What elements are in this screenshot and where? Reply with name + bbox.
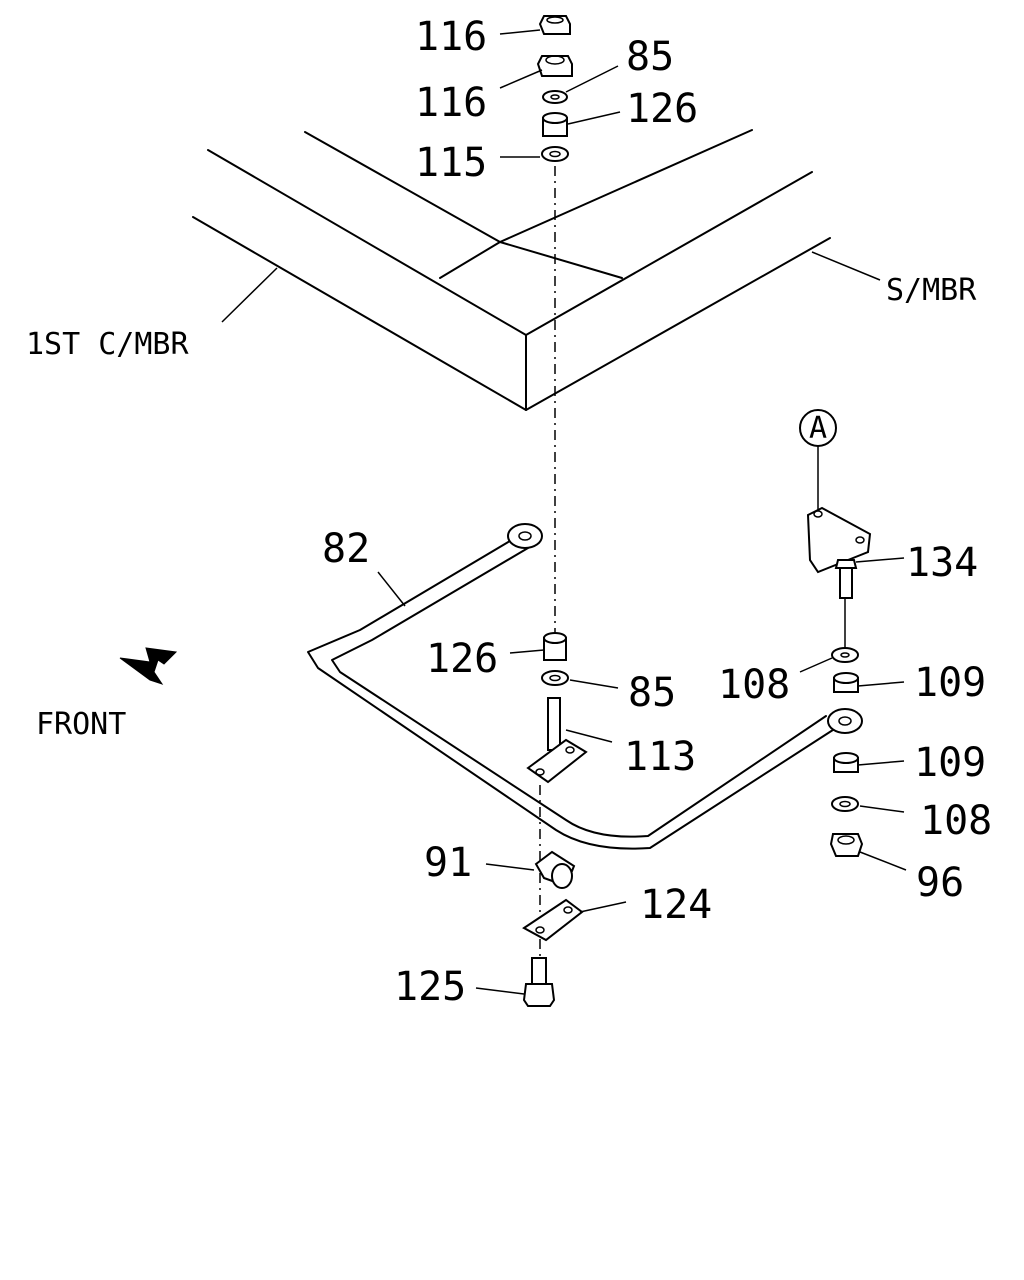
leader-lines-upper	[221, 29, 881, 323]
bushing-109-upper	[833, 672, 905, 693]
stabilizer-bar-82	[307, 523, 863, 850]
washer-85-lower	[541, 670, 619, 689]
callout-109-lower: 109	[914, 740, 986, 786]
label-front: FRONT	[36, 707, 126, 742]
nut-96	[829, 833, 907, 871]
nut-116-second	[536, 55, 573, 77]
washer-108-upper	[799, 647, 859, 673]
callout-108-upper: 108	[718, 662, 790, 708]
callout-a: A	[809, 411, 827, 446]
first-crossmember	[192, 149, 527, 411]
washer-115	[541, 146, 569, 162]
washer-85-top	[542, 90, 568, 104]
callout-124: 124	[640, 882, 712, 928]
callout-82: 82	[322, 526, 370, 572]
front-arrow-icon	[119, 647, 178, 685]
callout-116-top: 116	[415, 14, 487, 60]
callout-126-top: 126	[626, 86, 698, 132]
callout-108-lower: 108	[920, 798, 992, 844]
callout-96: 96	[916, 860, 964, 906]
nut-116-top	[538, 15, 571, 35]
callout-109-upper: 109	[914, 660, 986, 706]
washer-108-lower	[831, 796, 905, 813]
frame-members	[192, 129, 831, 411]
callout-85-top: 85	[626, 34, 674, 80]
callout-126-lower: 126	[426, 636, 498, 682]
bushing-109-lower	[833, 752, 905, 773]
circle-a-callout	[799, 409, 837, 447]
bolt-113	[526, 697, 613, 784]
bolt-125	[475, 957, 556, 1007]
bushing-126-lower	[509, 632, 567, 661]
callout-91: 91	[424, 840, 472, 886]
callout-116-second: 116	[415, 80, 487, 126]
label-first-crossmember: 1ST C/MBR	[26, 327, 189, 362]
bracket-134	[806, 506, 905, 599]
label-side-member: S/MBR	[886, 273, 977, 308]
callout-85-lower: 85	[628, 670, 676, 716]
callout-115: 115	[415, 140, 487, 186]
callout-125: 125	[394, 964, 466, 1010]
bushing-126-top	[542, 112, 568, 137]
side-member	[304, 129, 831, 411]
bushing-91	[485, 850, 576, 889]
callout-134: 134	[906, 540, 978, 586]
bracket-124	[522, 898, 627, 942]
callout-113: 113	[624, 734, 696, 780]
